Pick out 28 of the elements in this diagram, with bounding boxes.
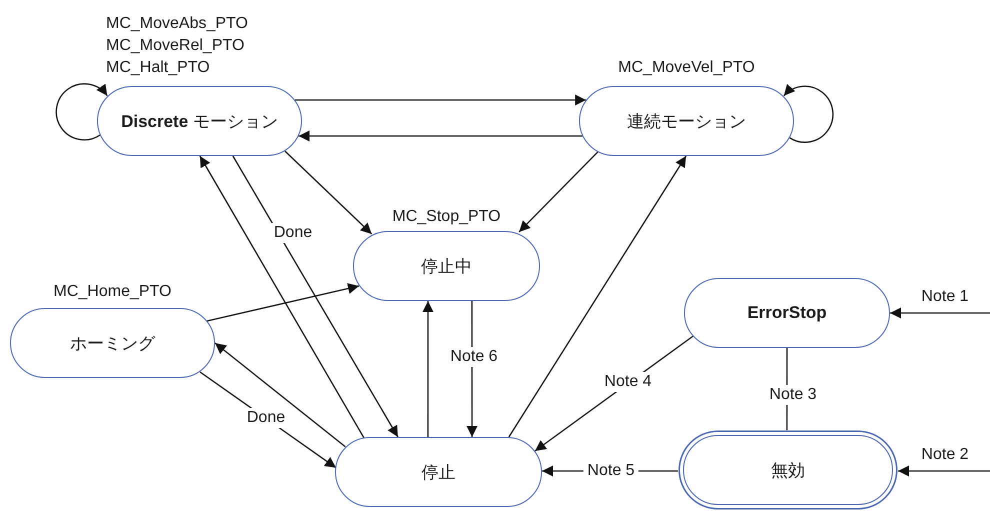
state-label: 無効 bbox=[771, 460, 805, 482]
function-block-label: MC_MoveRel_PTO bbox=[106, 36, 246, 56]
state-label: ErrorStop bbox=[747, 303, 827, 323]
state-label: 連続モーション bbox=[627, 110, 746, 132]
arrow bbox=[199, 156, 365, 438]
state-pill bbox=[684, 278, 890, 348]
function-block-label: MC_MoveAbs_PTO bbox=[106, 14, 248, 34]
arrow bbox=[783, 84, 834, 143]
arrow bbox=[232, 156, 398, 438]
state-pill bbox=[335, 437, 542, 507]
arrow bbox=[508, 156, 687, 438]
state-label: 停止 bbox=[422, 462, 456, 484]
state-label: 停止中 bbox=[421, 256, 472, 278]
function-block-label: MC_Stop_PTO bbox=[392, 207, 501, 227]
function-block-label: MC_MoveVel_PTO bbox=[618, 58, 755, 78]
arrow bbox=[295, 94, 586, 106]
arrow bbox=[422, 301, 434, 437]
state-label: Discrete モーション bbox=[121, 110, 278, 132]
state-label: ホーミング bbox=[70, 332, 155, 354]
arrow bbox=[890, 308, 990, 318]
function-block-label: MC_Halt_PTO bbox=[106, 58, 211, 78]
function-block-label: MC_Home_PTO bbox=[54, 282, 172, 302]
arrow bbox=[284, 150, 372, 234]
arrow bbox=[56, 83, 108, 140]
arrow bbox=[214, 342, 346, 448]
arrow bbox=[206, 283, 360, 322]
arrow bbox=[298, 130, 582, 142]
arrow bbox=[518, 151, 598, 232]
